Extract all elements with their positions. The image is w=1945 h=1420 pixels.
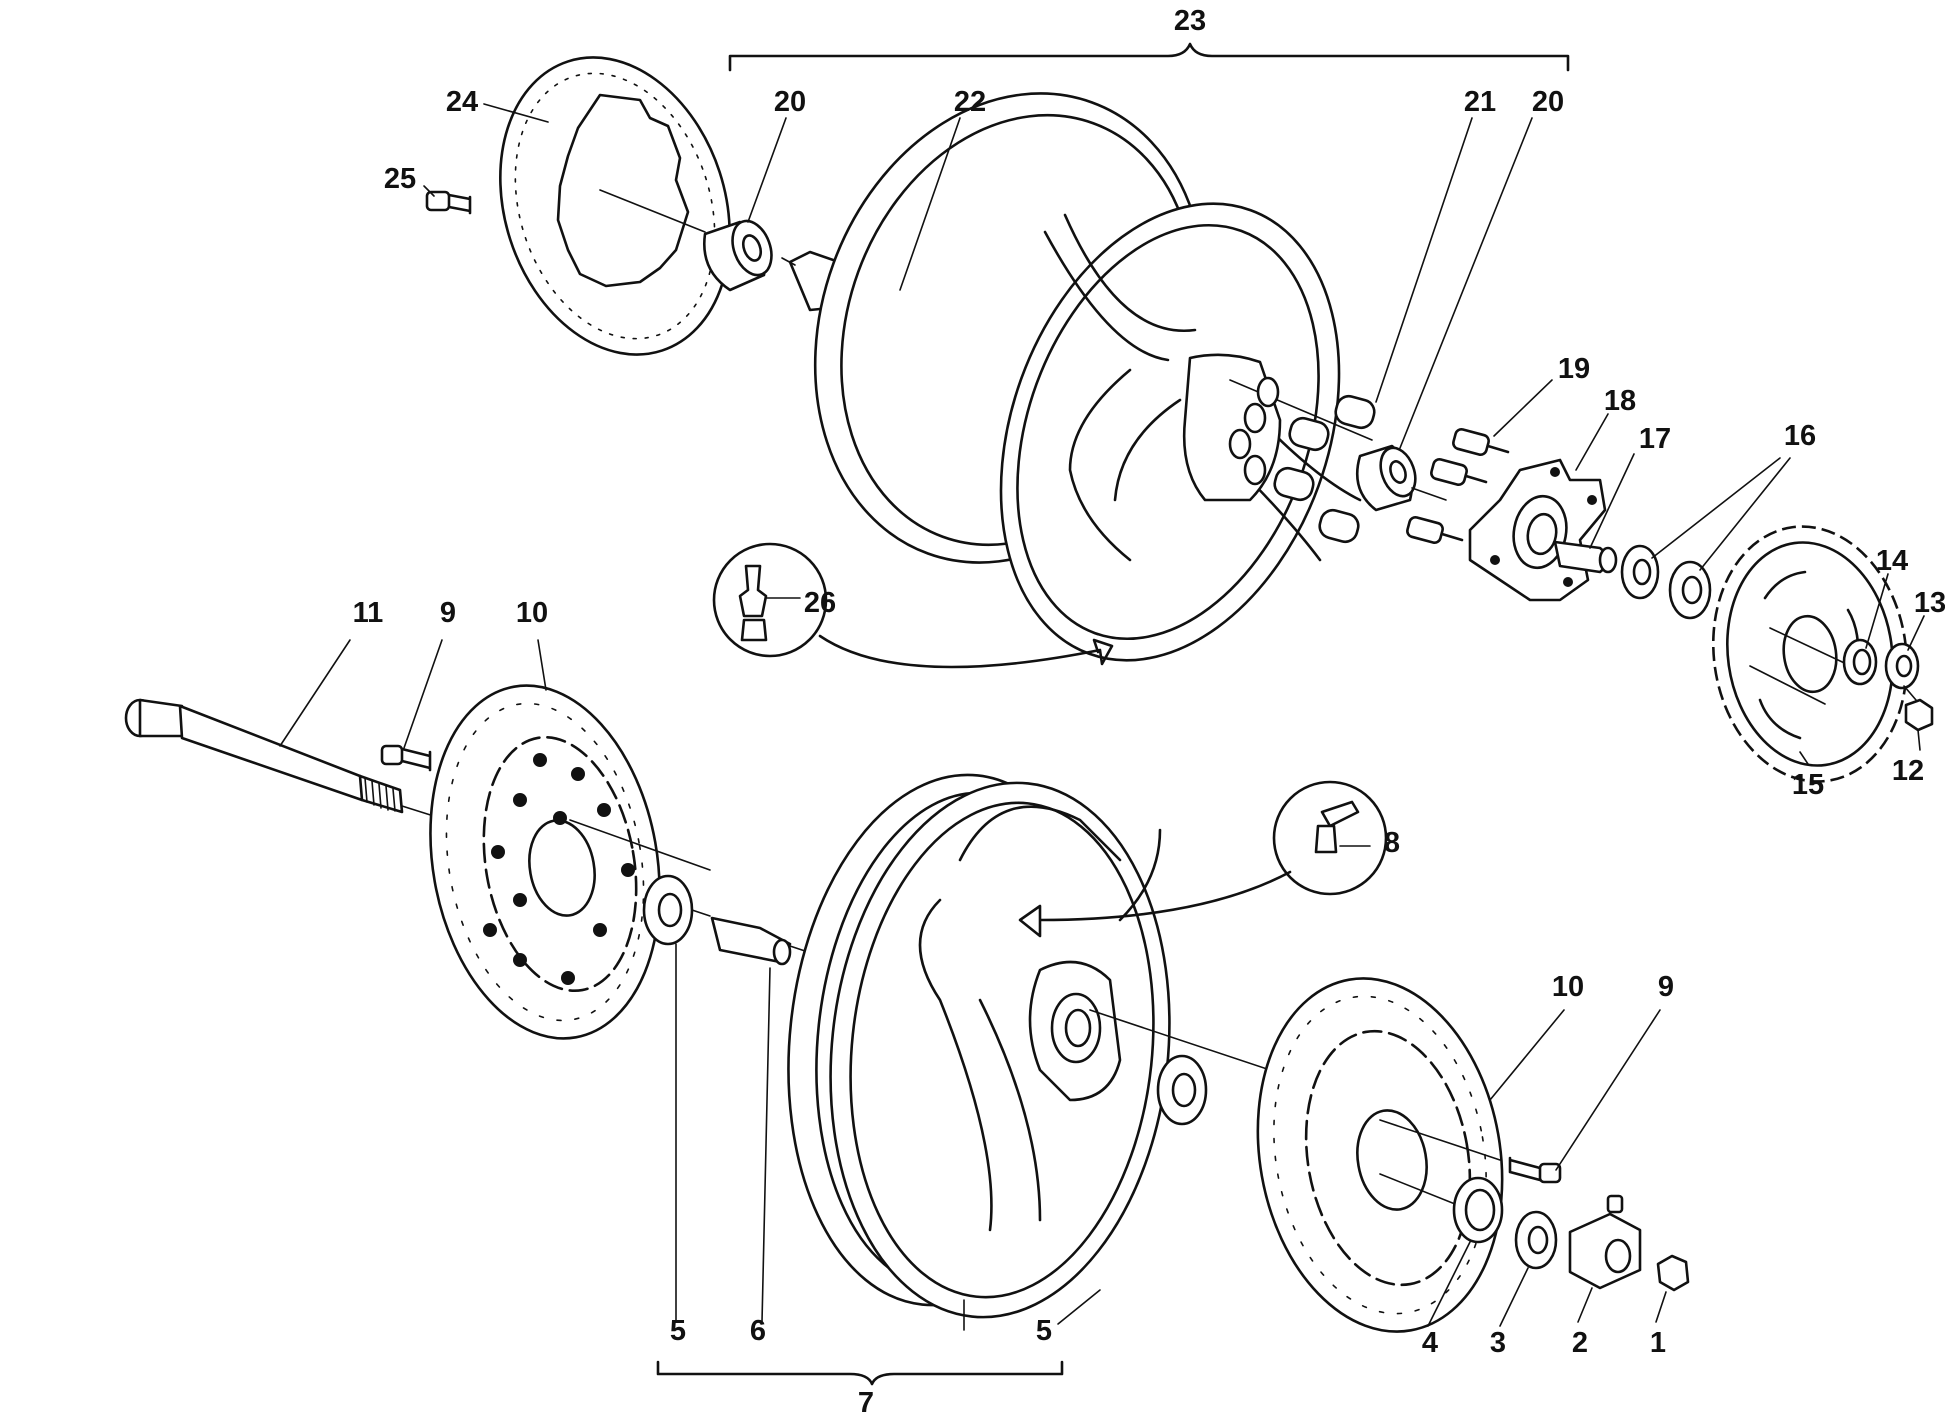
front-circlip (1452, 1176, 1504, 1244)
front-axle-nut (1656, 1254, 1690, 1292)
callout-20-right: 20 (1532, 86, 1564, 118)
callout-24: 24 (446, 86, 478, 118)
callout-21: 21 (1464, 86, 1496, 118)
callout-20-left: 20 (774, 86, 806, 118)
rear-valve-detail (712, 542, 1114, 669)
callout-9-right: 9 (1658, 971, 1674, 1003)
front-left-disc-bolt (380, 744, 432, 772)
callout-13: 13 (1914, 587, 1945, 619)
leader-lines (279, 103, 1925, 1331)
callout-17: 17 (1639, 423, 1671, 455)
callout-19: 19 (1558, 353, 1590, 385)
front-right-disc-bolt (1508, 1156, 1562, 1184)
callouts: 23 24 25 20 22 21 20 19 18 17 16 14 13 1… (353, 5, 1945, 1419)
callout-7: 7 (858, 1387, 874, 1419)
callout-8: 8 (1384, 827, 1400, 859)
sprocket-nut (1903, 685, 1934, 732)
rear-left-bearing (703, 219, 773, 292)
callout-23: 23 (1174, 5, 1206, 37)
callout-5-right: 5 (1036, 1315, 1052, 1347)
callout-18: 18 (1604, 385, 1636, 417)
sprocket-carrier-bearings (1620, 544, 1712, 620)
sprocket-carrier (1468, 458, 1607, 602)
front-wheel (787, 773, 1301, 1319)
callout-2: 2 (1572, 1327, 1588, 1359)
rear-assembly-bracket (728, 42, 1570, 72)
front-washer (1514, 1210, 1558, 1270)
callout-6: 6 (750, 1315, 766, 1347)
callout-1: 1 (1650, 1327, 1666, 1359)
sprocket-washer (1884, 642, 1920, 690)
sprocket-carrier-studs (1406, 427, 1510, 545)
sprocket-circlip (1842, 638, 1878, 686)
callout-12: 12 (1892, 755, 1924, 787)
front-wheel-spacer (710, 916, 821, 966)
callout-11: 11 (353, 597, 384, 629)
sprocket-carrier-spacer (1553, 540, 1618, 574)
callout-14: 14 (1876, 545, 1908, 577)
front-left-brake-disc (429, 684, 711, 1040)
front-valve-detail (1018, 780, 1388, 938)
callout-26: 26 (804, 587, 836, 619)
callout-4: 4 (1422, 1327, 1438, 1359)
front-right-brake-disc (1256, 977, 1504, 1333)
callout-9-left: 9 (440, 597, 456, 629)
callout-5-left: 5 (670, 1315, 686, 1347)
callout-16: 16 (1784, 420, 1816, 452)
rear-right-bearing (1356, 444, 1447, 512)
front-wheel-axle (124, 698, 441, 819)
front-assembly-bracket (656, 1360, 1064, 1386)
rear-wheel (813, 92, 1373, 662)
callout-25: 25 (384, 163, 416, 195)
front-axle-clamp (1568, 1194, 1642, 1290)
rear-brake-disc (499, 56, 731, 356)
rear-hub-dampers (1273, 394, 1376, 544)
rear-disc-bolt (425, 190, 472, 215)
front-left-bearing (642, 874, 711, 946)
callout-10-left: 10 (516, 597, 548, 629)
rear-sprocket (1711, 525, 1909, 783)
front-right-bearing (1156, 1054, 1208, 1126)
callout-3: 3 (1490, 1327, 1506, 1359)
callout-10-right: 10 (1552, 971, 1584, 1003)
callout-22: 22 (954, 86, 986, 118)
callout-15: 15 (1792, 769, 1824, 801)
